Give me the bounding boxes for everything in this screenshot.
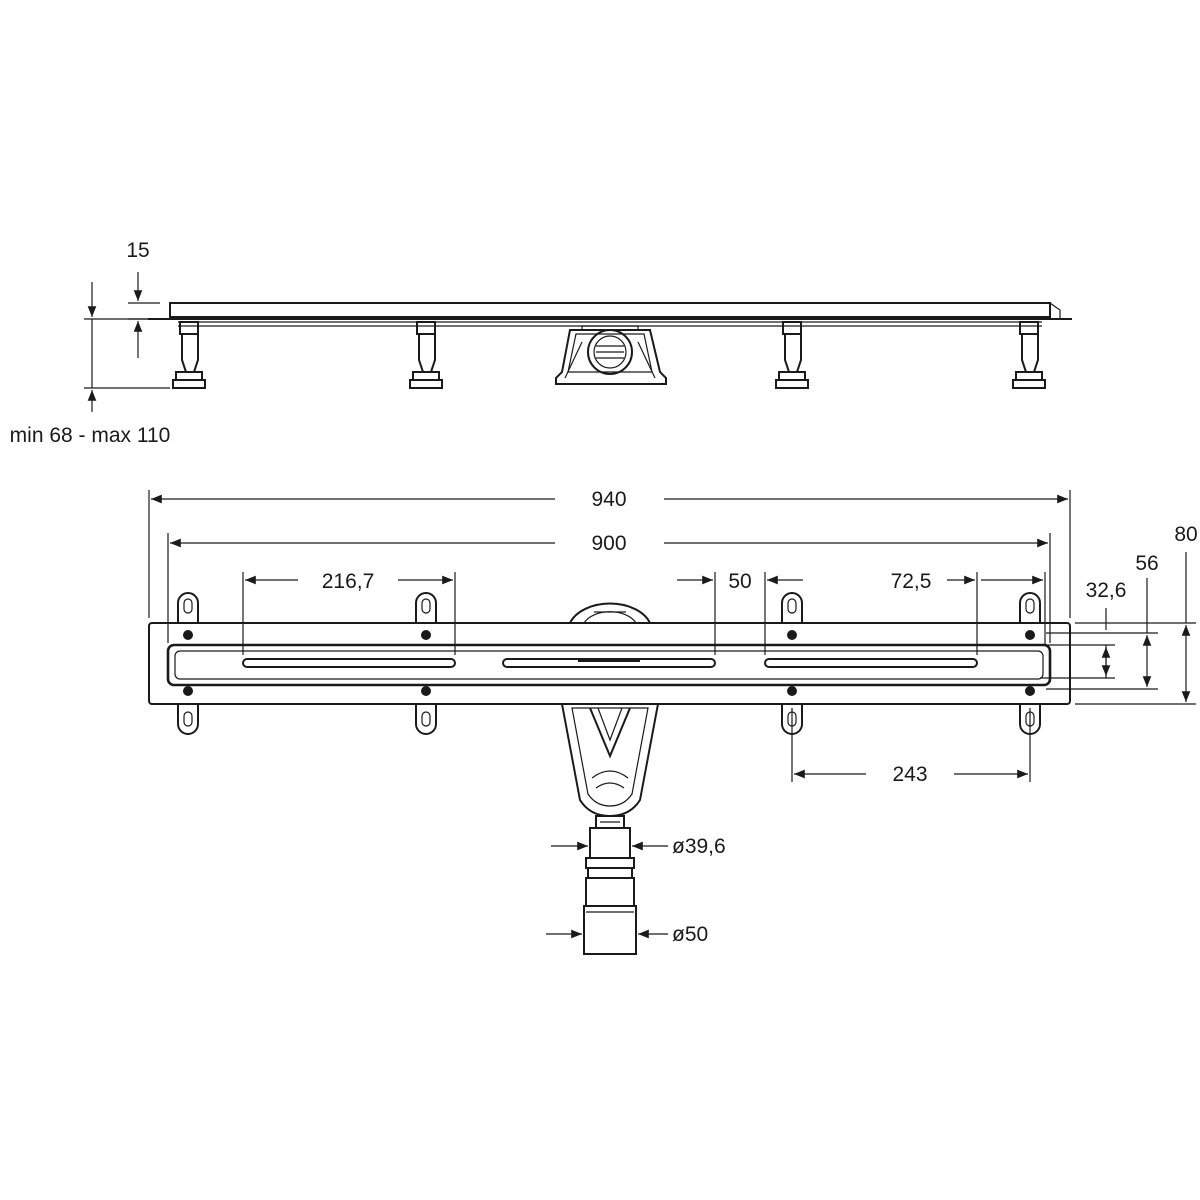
dim-frame-width: 80 bbox=[1075, 523, 1198, 705]
dim-outlet-outer-label: ø50 bbox=[672, 923, 708, 946]
outlet-cap bbox=[569, 602, 651, 624]
side-foot-2 bbox=[409, 321, 443, 389]
dim-foot-spacing-label: 243 bbox=[892, 763, 927, 786]
dim-overall-length: 940 bbox=[148, 488, 1071, 618]
side-foot-3 bbox=[775, 321, 809, 389]
dim-outlet-outer: ø50 bbox=[546, 923, 708, 946]
dim-channel-width-label: 56 bbox=[1135, 552, 1158, 575]
dim-total-height: min 68 - max 110 bbox=[10, 282, 171, 447]
side-view: 15 min 68 - max 110 bbox=[10, 239, 1072, 447]
dim-slot-end: 72,5 bbox=[891, 570, 1046, 655]
dim-slot-gap-label: 50 bbox=[728, 570, 751, 593]
dim-outlet-inner-label: ø39,6 bbox=[672, 835, 726, 858]
dim-frame-height-label: 15 bbox=[126, 239, 149, 262]
top-frame bbox=[148, 622, 1071, 705]
dim-grate-length: 900 bbox=[167, 532, 1051, 643]
mounting-lugs-top bbox=[177, 592, 1041, 623]
siphon-body bbox=[560, 703, 660, 829]
outlet-pipe bbox=[583, 827, 637, 955]
grate-slots bbox=[242, 658, 978, 668]
top-view: 940 900 216,7 50 bbox=[148, 488, 1198, 955]
dim-channel-width: 56 bbox=[1046, 552, 1159, 690]
dim-outlet-inner: ø39,6 bbox=[551, 835, 726, 858]
dim-overall-length-label: 940 bbox=[591, 488, 626, 511]
dim-slot-left-label: 216,7 bbox=[322, 570, 375, 593]
dim-foot-spacing: 243 bbox=[791, 708, 1031, 786]
dim-slot-width-label: 32,6 bbox=[1086, 579, 1127, 602]
dim-slot-left: 216,7 bbox=[242, 570, 456, 655]
dim-frame-height: 15 bbox=[126, 239, 160, 358]
dim-frame-width-label: 80 bbox=[1174, 523, 1197, 546]
side-foot-1 bbox=[172, 321, 206, 389]
side-foot-4 bbox=[1012, 321, 1046, 389]
side-outlet bbox=[555, 325, 667, 385]
dim-total-height-label: min 68 - max 110 bbox=[10, 424, 171, 447]
dim-slot-gap: 50 bbox=[677, 570, 803, 655]
dim-slot-end-label: 72,5 bbox=[891, 570, 932, 593]
dim-slot-width: 32,6 bbox=[1040, 579, 1127, 679]
frame-screw-holes bbox=[183, 630, 1035, 696]
side-frame-plate bbox=[148, 302, 1072, 327]
dim-grate-length-label: 900 bbox=[591, 532, 626, 555]
